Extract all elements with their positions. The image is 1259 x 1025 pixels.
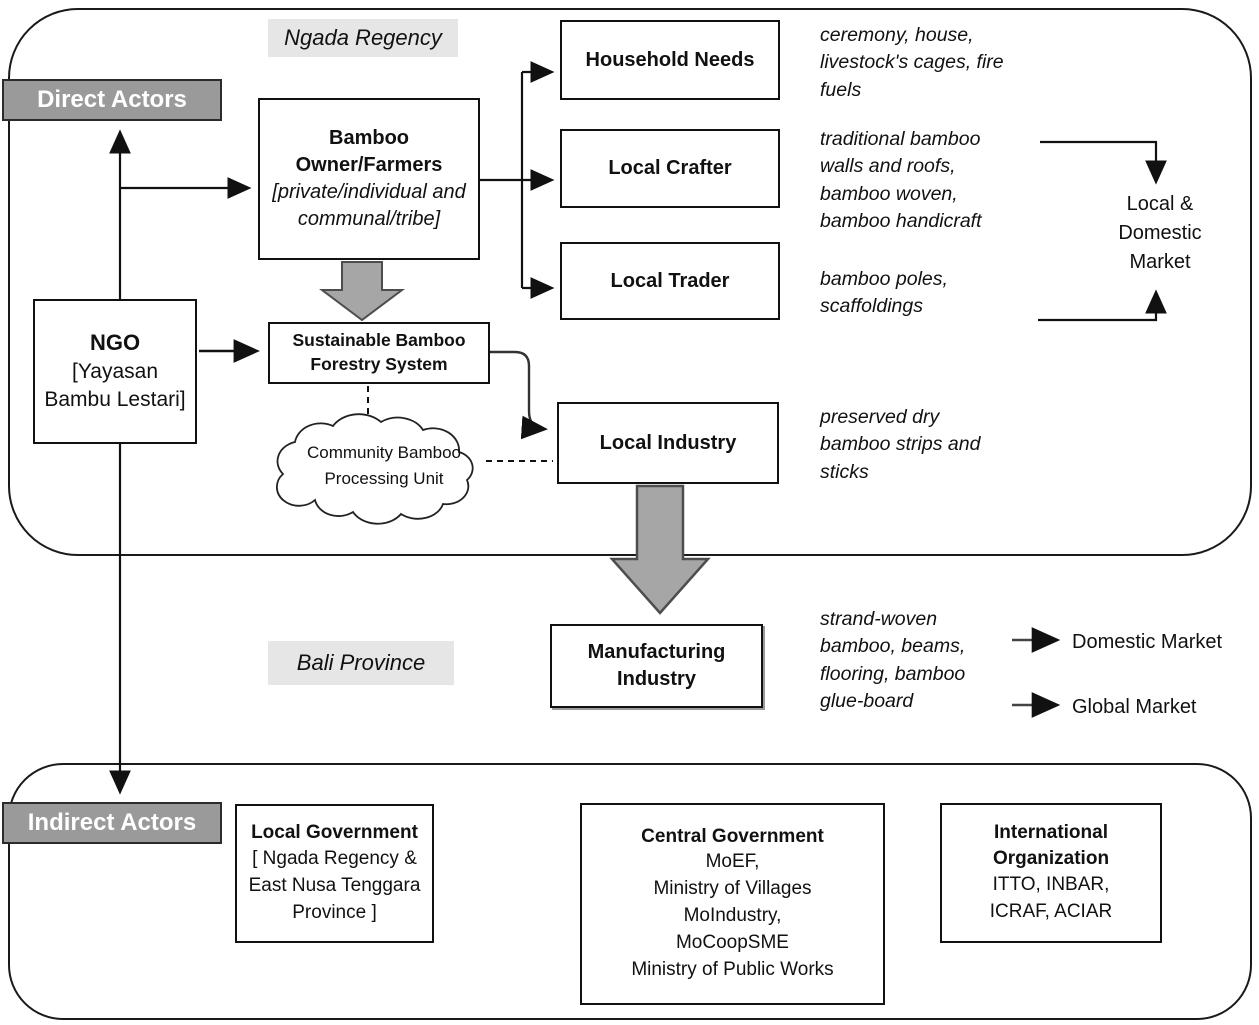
household-products-note: ceremony, house, livestock's cages, fire… [820,24,1004,101]
household-needs-box: Household Needs [560,20,780,100]
bamboo-owner-box: Bamboo Owner/Farmers [private/individual… [258,98,480,260]
local-government-box: Local Government [ Ngada Regency & East … [235,804,434,943]
sustainable-forestry-title: Sustainable Bamboo Forestry System [292,330,466,374]
local-crafter-box: Local Crafter [560,129,780,208]
local-domestic-market-label: Local & Domestic Market [1118,193,1202,273]
sustainable-forestry-box: Sustainable Bamboo Forestry System [268,322,490,384]
local-industry-box: Local Industry [557,402,779,484]
local-government-title: Local Government [251,822,418,844]
local-trader-box: Local Trader [560,242,780,320]
arrow-trader-to-local-domestic-market [1038,289,1167,322]
local-industry-title: Local Industry [599,431,737,454]
local-crafter-title: Local Crafter [608,157,732,179]
household-needs-title: Household Needs [585,48,755,71]
trader-products-note: bamboo poles, scaffoldings [820,268,948,318]
direct-actors-container [8,8,1252,556]
indirect-actors-container [8,763,1252,1020]
block-arrow-bamboo-to-sustainable [319,261,405,322]
domestic-market-label: Domestic Market [1072,631,1223,653]
international-organization-box: International Organization ITTO, INBAR, … [940,803,1162,943]
region-label-bali: Bali Province [268,641,454,685]
section-label-indirect-actors: Indirect Actors [2,802,222,844]
region-label-ngada: Ngada Regency [268,19,458,57]
ngo-box: NGO [Yayasan Bambu Lestari] [33,299,197,444]
central-government-box: Central Government MoEF, Ministry of Vil… [580,803,885,1005]
arrow-sustainable-to-local-industry [490,350,548,440]
bamboo-owner-title: Bamboo Owner/Farmers [295,127,443,176]
ngo-title: NGO [89,330,141,356]
bamboo-owner-subtitle: [private/individual and communal/tribe] [272,181,466,230]
arrow-crafter-to-local-domestic-market [1040,140,1167,185]
local-government-subtitle: [ Ngada Regency & East Nusa Tenggara Pro… [248,847,421,923]
processing-unit-cloud-shape [276,413,474,525]
block-arrow-industry-to-manufacturing [609,484,711,615]
manufacturing-products-note: strand-woven bamboo, beams, flooring, ba… [820,608,966,712]
section-label-direct-actors: Direct Actors [2,79,222,121]
local-trader-title: Local Trader [610,269,730,292]
central-government-subtitle: MoEF, Ministry of Villages MoIndustry, M… [631,851,834,981]
global-market-label: Global Market [1072,696,1197,718]
manufacturing-industry-box: Manufacturing Industry [550,624,763,708]
processing-unit-label: Community Bamboo Processing Unit [306,443,461,488]
industry-products-note: preserved dry bamboo strips and sticks [820,406,981,483]
bamboo-owner-branch-line [480,72,524,288]
crafter-products-note: traditional bamboo walls and roofs, bamb… [820,128,982,232]
international-organization-title: International Organization [992,822,1110,870]
ngo-subtitle: [Yayasan Bambu Lestari] [44,360,186,412]
central-government-title: Central Government [641,825,824,847]
international-organization-subtitle: ITTO, INBAR, ICRAF, ACIAR [989,873,1113,922]
manufacturing-industry-title: Manufacturing Industry [587,641,726,690]
